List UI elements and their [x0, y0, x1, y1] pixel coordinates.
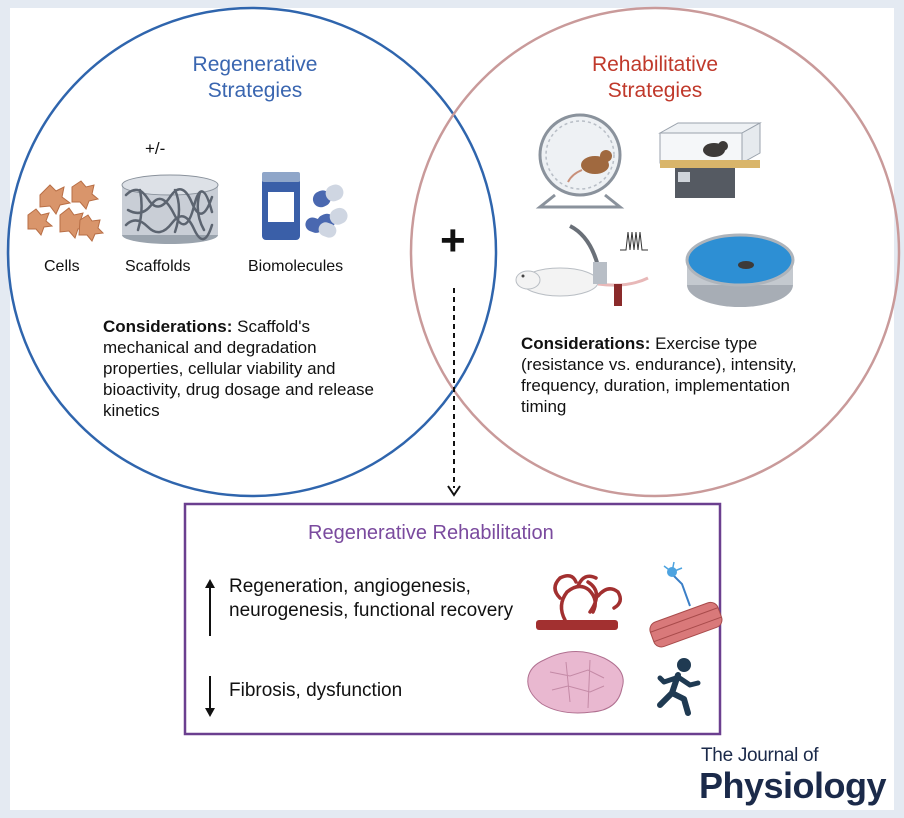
muscle-neuron-icon [649, 561, 723, 648]
biomolecules-icon [262, 172, 348, 240]
journal-logo-line2: Physiology [699, 765, 887, 806]
label-biomolecules: Biomolecules [248, 258, 344, 275]
considerations-text: Scaffold's mechanical and degradation pr… [103, 317, 374, 420]
rehabilitative-title-line1: Rehabilitative [591, 53, 719, 76]
considerations-label: Considerations: [521, 334, 651, 353]
running-person-icon [657, 658, 701, 716]
regenerative-circle [6, 6, 498, 498]
blood-vessel-icon [536, 574, 622, 630]
increase-arrow-icon [205, 579, 215, 636]
fibrotic-tissue-icon [527, 650, 624, 714]
cells-icon [27, 180, 105, 242]
combine-arrow [447, 288, 461, 497]
water-maze-icon [685, 233, 795, 307]
increase-text: Regeneration, angiogenesis, neurogenesis… [229, 576, 514, 621]
outcome-title: Regenerative Rehabilitation [308, 522, 554, 544]
rehabilitative-title-line2: Strategies [607, 79, 703, 102]
label-cells: Cells [44, 258, 80, 275]
electrical-stimulation-icon [515, 224, 649, 306]
considerations-text: Exercise type (resistance vs. endurance)… [521, 334, 797, 416]
regenerative-title-line1: Regenerative [192, 53, 318, 76]
plus-minus-label: +/- [145, 139, 166, 158]
decrease-text: Fibrosis, dysfunction [229, 680, 403, 701]
treadmill-icon [658, 122, 762, 198]
decrease-arrow-icon [205, 676, 215, 717]
rehabilitative-title: Rehabilitative Strategies [560, 52, 750, 104]
considerations-label: Considerations: [103, 317, 233, 336]
regenerative-title-line2: Strategies [207, 79, 303, 102]
regenerative-considerations: Considerations: Scaffold's mechanical an… [103, 316, 393, 421]
label-scaffolds: Scaffolds [125, 258, 191, 275]
running-wheel-icon [535, 113, 625, 209]
regenerative-title: Regenerative Strategies [160, 52, 350, 104]
journal-logo-line1: The Journal of [701, 745, 819, 766]
rehabilitative-circle [409, 6, 901, 498]
combine-plus-symbol: + [440, 216, 466, 265]
scaffold-icon [121, 174, 219, 244]
rehabilitative-considerations: Considerations: Exercise type (resistanc… [521, 333, 811, 417]
